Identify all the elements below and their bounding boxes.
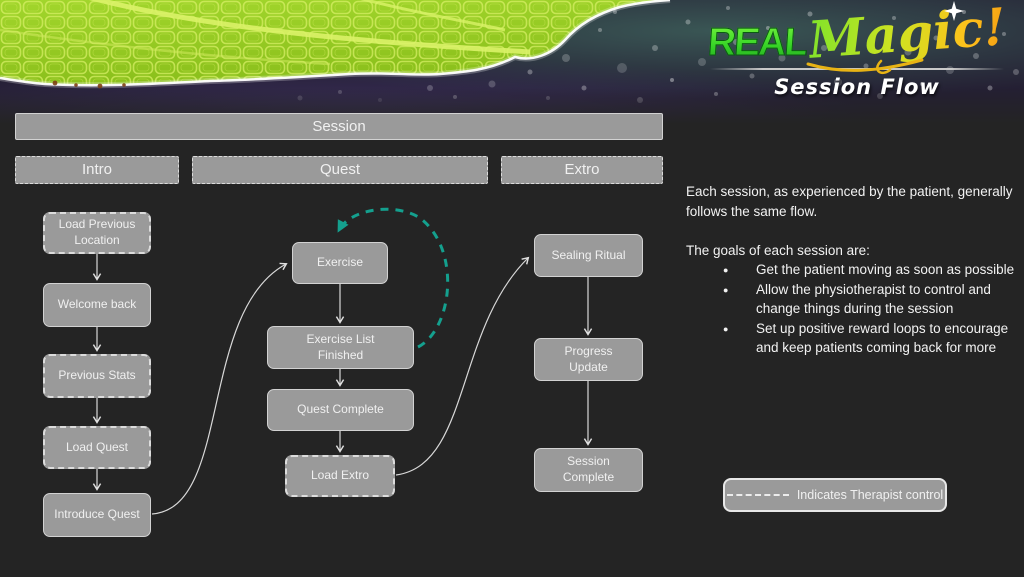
page-title: Session Flow (774, 75, 940, 99)
node-progress-update: Progress Update (534, 338, 643, 381)
legend-label: Indicates Therapist control (796, 488, 944, 502)
arrow-load-extro-to-sealing-ritual (395, 256, 530, 476)
brand-real-text: REAL (706, 21, 808, 65)
phase-header-intro: Intro (15, 156, 179, 184)
node-load-extro: Load Extro (285, 455, 395, 497)
header-banner-image (0, 0, 1024, 124)
brand-logo: REAL Magic! Session Flow (698, 0, 1016, 99)
node-session-complete: Session Complete (534, 448, 643, 492)
notes-panel: Each session, as experienced by the pati… (686, 182, 1018, 358)
node-load-previous-location: Load Previous Location (43, 212, 151, 254)
goals-heading: The goals of each session are: (686, 242, 870, 258)
node-previous-stats: Previous Stats (43, 354, 151, 398)
node-sealing-ritual: Sealing Ritual (534, 234, 643, 277)
dashed-line-sample (726, 494, 789, 496)
goal-item: Get the patient moving as soon as possib… (686, 260, 1018, 280)
arrow-introduce-quest-to-exercise (151, 262, 288, 515)
node-introduce-quest: Introduce Quest (43, 493, 151, 537)
node-quest-complete: Quest Complete (267, 389, 414, 431)
node-welcome-back: Welcome back (43, 283, 151, 327)
node-exercise-list-finished: Exercise List Finished (267, 326, 414, 369)
phase-header-extro: Extro (501, 156, 663, 184)
session-header: Session (15, 113, 663, 140)
node-load-quest: Load Quest (43, 426, 151, 469)
star-icon (944, 1, 964, 21)
brand-title: REAL Magic! (698, 0, 1016, 75)
leaf-edge-spots (52, 80, 126, 89)
goals-list: Get the patient moving as soon as possib… (686, 260, 1018, 358)
goal-item: Allow the physiotherapist to control and… (686, 280, 1018, 319)
leaf-photo (0, 0, 671, 89)
phase-header-quest: Quest (192, 156, 488, 184)
legend-box: Indicates Therapist control (723, 478, 947, 512)
node-exercise: Exercise (292, 242, 388, 284)
notes-intro: Each session, as experienced by the pati… (686, 184, 1013, 219)
magic-swash-icon (806, 58, 924, 75)
goal-item: Set up positive reward loops to encourag… (686, 319, 1018, 358)
